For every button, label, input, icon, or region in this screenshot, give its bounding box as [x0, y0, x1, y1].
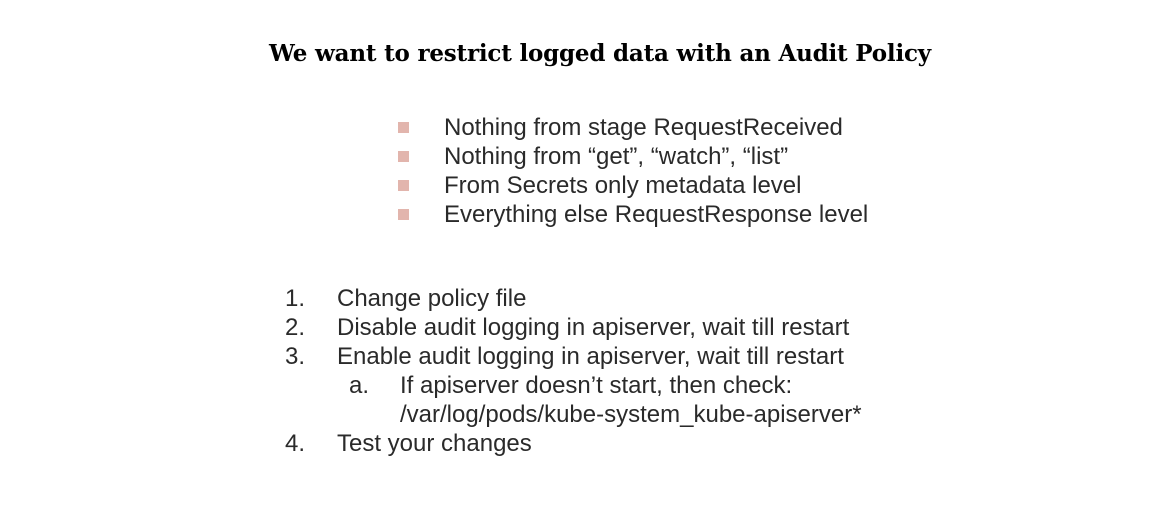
bullet-text: From Secrets only metadata level: [444, 171, 802, 199]
slide-title: We want to restrict logged data with an …: [269, 40, 931, 67]
step-number: 1.: [285, 284, 306, 312]
step-text: Enable audit logging in apiserver, wait …: [337, 342, 844, 370]
bullet-item: Nothing from “get”, “watch”, “list”: [398, 142, 868, 171]
step-text: Change policy file: [337, 284, 527, 312]
substep-text: If apiserver doesn’t start, then check:: [400, 371, 793, 399]
step-item: 1. Change policy file: [285, 284, 862, 313]
square-bullet-icon: [398, 180, 409, 191]
step-item: 4. Test your changes: [285, 429, 862, 458]
bullet-text: Nothing from stage RequestReceived: [444, 113, 843, 141]
bullet-item: Everything else RequestResponse level: [398, 200, 868, 229]
square-bullet-icon: [398, 151, 409, 162]
step-text: Disable audit logging in apiserver, wait…: [337, 313, 850, 341]
bullet-text: Nothing from “get”, “watch”, “list”: [444, 142, 789, 170]
step-number: 4.: [285, 429, 306, 457]
substep-item: a. If apiserver doesn’t start, then chec…: [285, 371, 862, 400]
policy-bullet-list: Nothing from stage RequestReceived Nothi…: [398, 113, 868, 229]
step-item: 2. Disable audit logging in apiserver, w…: [285, 313, 862, 342]
log-path-text: /var/log/pods/kube-system_kube-apiserver…: [400, 400, 862, 428]
step-item: 3. Enable audit logging in apiserver, wa…: [285, 342, 862, 371]
bullet-item: From Secrets only metadata level: [398, 171, 868, 200]
substep-path: /var/log/pods/kube-system_kube-apiserver…: [285, 400, 862, 429]
step-number: 3.: [285, 342, 306, 370]
bullet-item: Nothing from stage RequestReceived: [398, 113, 868, 142]
bullet-text: Everything else RequestResponse level: [444, 200, 869, 228]
square-bullet-icon: [398, 122, 409, 133]
substep-letter: a.: [349, 371, 370, 399]
square-bullet-icon: [398, 209, 409, 220]
step-number: 2.: [285, 313, 306, 341]
step-text: Test your changes: [337, 429, 532, 457]
steps-list: 1. Change policy file 2. Disable audit l…: [285, 284, 862, 458]
